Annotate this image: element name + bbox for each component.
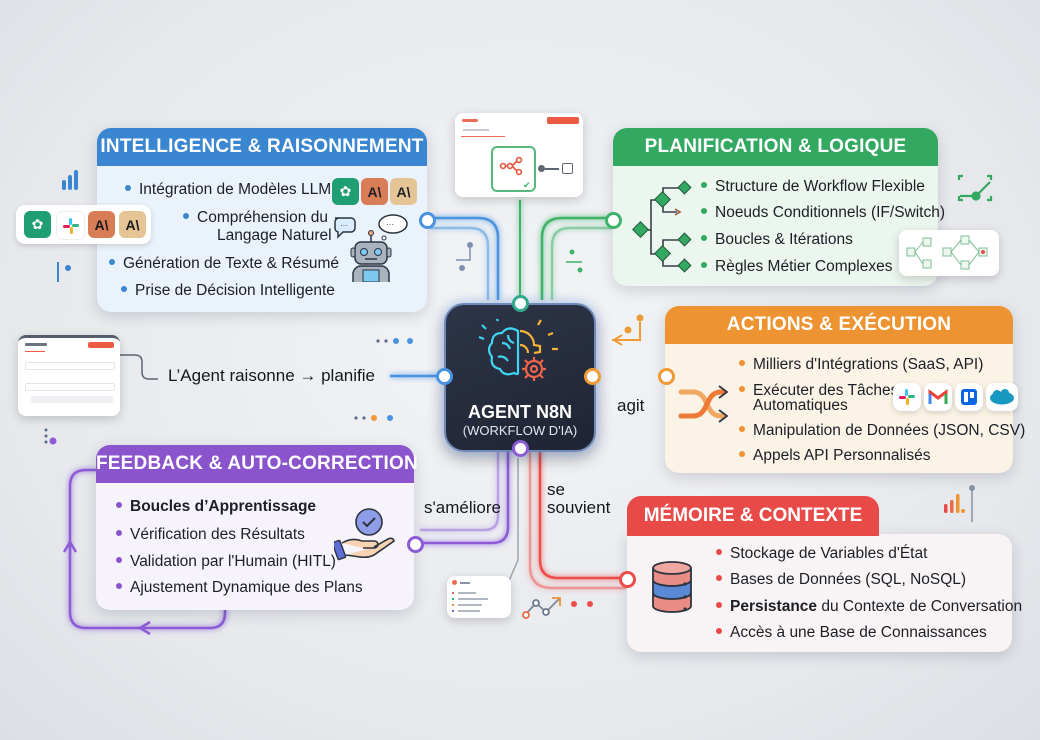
trello-icon [955,383,983,411]
agent-subtitle: (WORKFLOW D'IA) [462,423,578,438]
flow-label-remembers-1: se [547,480,565,499]
list-item: Prise de Décision Intelligente [121,281,335,300]
list-item-continued: Langage Naturel [217,227,332,244]
bar-chart-icon-blue [62,170,78,190]
gmail-icon [924,383,952,411]
list-item: Exécuter des Tâches [739,381,898,400]
slack-icon [893,383,921,411]
connector-node [584,368,601,385]
list-item: Manipulation de Données (JSON, CSV) [739,421,1025,440]
card-feedback: FEEDBACK & AUTO-CORRECTION Boucles d’App… [96,445,418,610]
agent-core-node: AGENT N8N (WORKFLOW D'IA) [444,303,596,452]
connector-node [436,368,453,385]
salesforce-icon [986,383,1018,411]
database-icon [652,561,692,613]
decor-dots [44,338,593,607]
hand-check-icon [334,508,395,561]
wire-planning [519,200,612,300]
card-title: ACTIONS & EXÉCUTION [665,306,1013,344]
focus-target-icon [957,174,993,202]
flow-label-remembers-2: souvient [547,498,611,517]
n8n-node-icon [499,156,523,176]
list-item: Génération de Texte & Résumé [109,254,339,273]
list-item: Stockage de Variables d'État [716,544,927,563]
decision-tree-icon [632,180,692,273]
list-item: Vérification des Résultats [116,525,305,544]
trend-line-icon [522,597,561,619]
list-item: Validation par l'Humain (HITL) [116,552,336,571]
svg-text:···: ··· [386,220,394,229]
openai-icon: ✿ [332,178,359,205]
list-item: Ajustement Dynamique des Plans [116,578,363,597]
brain-gear-icon [478,319,558,381]
list-item: Accès à une Base de Connaissances [716,623,987,642]
robot-icon: ··· ··· [334,214,408,282]
list-item: Appels API Personnalisés [739,446,931,465]
card-title: INTELLIGENCE & RAISONNEMENT [97,128,427,166]
connector-node [512,295,529,312]
arrow-left-icon [612,322,641,341]
connector-node [658,368,675,385]
list-item: Bases de Données (SQL, NoSQL) [716,570,966,589]
flow-label-reason-plan: L’Agent raisonne → planifie [168,366,375,385]
svg-text:···: ··· [340,221,348,230]
slack-icon [56,211,85,240]
feedback-loop [68,468,227,630]
list-item: Boucles d’Apprentissage [116,497,316,516]
anthropic-icon: A\ [361,178,388,205]
list-item: Milliers d'Intégrations (SaaS, API) [739,355,983,374]
list-item: Boucles & Itérations [701,230,853,249]
agent-title: AGENT N8N [467,402,572,422]
list-item: Structure de Workflow Flexible [701,177,925,196]
card-planning: PLANIFICATION & LOGIQUE Structure de Wor… [613,128,945,286]
connector-node [619,571,636,588]
connector-node [605,212,622,229]
list-item: Règles Métier Complexes [701,257,892,276]
list-item: Noeuds Conditionnels (IF/Switch) [701,203,945,222]
card-title: FEEDBACK & AUTO-CORRECTION [96,445,418,483]
flow-label-improves: s'améliore [424,498,501,517]
bar-chart-icon-orange [944,485,975,522]
n8n-workflow-preview: ✔ [455,113,583,197]
card-title: PLANIFICATION & LOGIQUE [613,128,938,166]
list-item: Compréhension du [183,208,328,227]
connector-node [512,440,529,457]
anthropic-icon: A\ [119,211,146,238]
wire-intelligence [390,216,500,378]
workflow-graph-preview [899,230,999,276]
connector-node [407,536,424,553]
task-list-preview [447,576,511,618]
list-item-continued: Automatiques [753,397,848,414]
anthropic-icon: A\ [88,211,115,238]
wire-feedback [414,448,510,545]
openai-icon: ✿ [24,211,51,238]
card-intelligence: INTELLIGENCE & RAISONNEMENT Intégration … [97,128,427,312]
shuffle-arrows-icon [678,385,729,423]
list-item: Persistance du Contexte de Conversation [716,597,1022,616]
anthropic-icon: A\ [390,178,417,205]
check-icon: ✔ [523,180,531,190]
llm-logo-strip: ✿ A\ A\ [16,205,151,244]
wire-memory [528,448,626,590]
card-memory-title: MÉMOIRE & CONTEXTE [627,496,879,536]
flow-label-acts: agit [617,396,645,415]
list-item: Intégration de Modèles LLM [125,180,331,199]
agent-settings-preview [18,335,120,416]
connector-node [419,212,436,229]
